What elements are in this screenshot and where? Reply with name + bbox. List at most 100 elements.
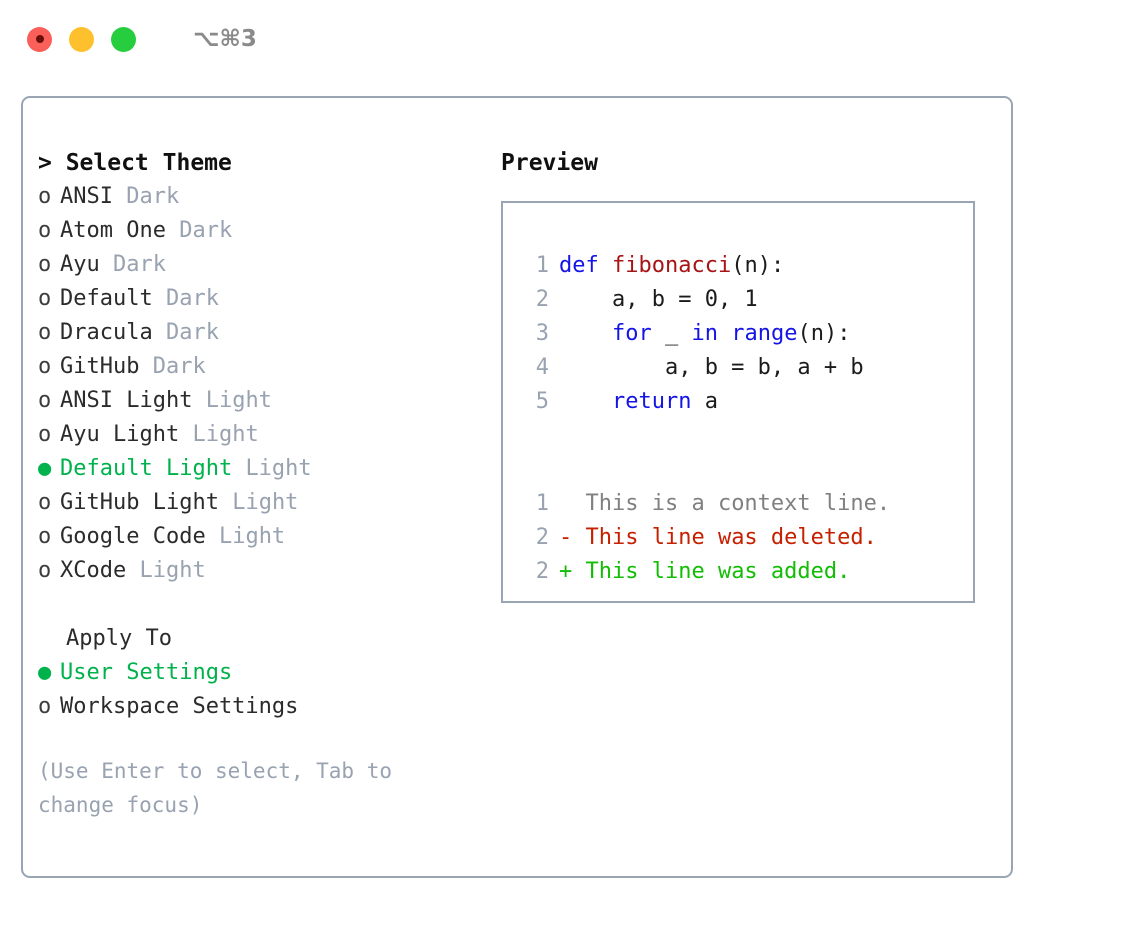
theme-list-item[interactable]: o Ayu Light Light: [38, 418, 498, 452]
apply-to-header: Apply To: [66, 626, 172, 651]
code-token-keyword: for: [611, 321, 652, 346]
maximize-button[interactable]: [111, 26, 136, 52]
keyboard-hint-text: (Use Enter to select, Tab to change focu…: [38, 759, 393, 817]
code-line: 5 return a: [503, 385, 973, 419]
line-number: 2: [535, 525, 549, 550]
radio-marker[interactable]: o: [38, 252, 52, 277]
theme-category: Dark: [179, 218, 233, 243]
theme-category: Light: [218, 524, 286, 549]
diff-line-deleted: 2- This line was deleted.: [503, 521, 973, 555]
code-token-function: fibonacci: [612, 253, 732, 278]
code-line: 4 a, b = b, a + b: [503, 351, 973, 385]
theme-category: Dark: [165, 286, 219, 311]
code-line: 3 for _ in range(n):: [503, 317, 973, 351]
section-spacer: [38, 588, 498, 622]
apply-to-item[interactable]: o Workspace Settings: [38, 690, 498, 724]
code-token-plain: [718, 321, 731, 346]
line-number: 1: [535, 491, 549, 516]
radio-marker[interactable]: o: [38, 558, 52, 583]
radio-marker[interactable]: o: [38, 218, 52, 243]
theme-name: Ayu Light: [60, 422, 180, 447]
diff-text: This line was added.: [572, 559, 851, 584]
theme-category: Dark: [165, 320, 219, 345]
theme-list-item[interactable]: o GitHub Dark: [38, 350, 498, 384]
theme-list-item[interactable]: o Dracula Dark: [38, 316, 498, 350]
blank-line: [503, 453, 973, 487]
theme-name: Default Light: [60, 456, 233, 481]
diff-sign: [559, 491, 572, 516]
theme-name: ANSI Light: [60, 388, 193, 413]
radio-marker[interactable]: o: [38, 388, 52, 413]
code-token-keyword: in: [691, 321, 718, 346]
theme-list-item-selected[interactable]: ● Default Light Light: [38, 452, 498, 486]
radio-marker[interactable]: o: [38, 320, 52, 345]
code-token-keyword: def: [559, 253, 599, 278]
line-number: 2: [535, 559, 549, 584]
traffic-lights: [27, 26, 136, 52]
apply-to-label: User Settings: [60, 660, 233, 685]
close-button[interactable]: [27, 26, 52, 52]
apply-to-list: ● User Settings o Workspace Settings: [38, 656, 498, 724]
diff-sign: -: [559, 525, 573, 550]
code-token-plain: a, b = 0, 1: [559, 287, 758, 312]
theme-name: XCode: [60, 558, 127, 583]
theme-category: Dark: [152, 354, 206, 379]
preview-title: Preview: [501, 150, 598, 176]
radio-marker[interactable]: o: [38, 490, 52, 515]
theme-list-item[interactable]: o GitHub Light Light: [38, 486, 498, 520]
radio-marker-selected[interactable]: ●: [38, 660, 52, 685]
theme-category: Light: [232, 490, 299, 515]
radio-marker[interactable]: o: [38, 286, 52, 311]
code-token-plain: (n):: [731, 253, 785, 278]
code-token-plain: [559, 389, 612, 414]
radio-marker[interactable]: o: [38, 524, 52, 549]
apply-to-item-selected[interactable]: ● User Settings: [38, 656, 498, 690]
radio-marker[interactable]: o: [38, 184, 52, 209]
code-token-plain: a, b = b, a + b: [559, 355, 864, 380]
theme-name: Ayu: [60, 252, 100, 277]
code-token-builtin: range: [731, 321, 798, 346]
theme-category: Light: [205, 388, 272, 413]
theme-name: ANSI: [60, 184, 113, 209]
theme-name: Atom One: [60, 218, 166, 243]
keyboard-shortcut-label: ⌥⌘3: [193, 25, 257, 52]
radio-marker-selected[interactable]: ●: [38, 456, 52, 481]
theme-name: GitHub Light: [60, 490, 219, 515]
line-number: 4: [535, 355, 549, 380]
radio-marker[interactable]: o: [38, 694, 52, 719]
code-token-plain: a: [691, 389, 718, 414]
theme-category: Light: [192, 422, 259, 447]
diff-text: This is a context line.: [572, 491, 891, 516]
code-token-plain: (n):: [797, 321, 851, 346]
minimize-button[interactable]: [69, 26, 94, 52]
line-number: 5: [535, 389, 549, 414]
theme-name: GitHub: [60, 354, 140, 379]
select-theme-header: > Select Theme: [38, 150, 232, 176]
blank-line: [503, 419, 973, 453]
apply-to-label: Workspace Settings: [60, 694, 299, 719]
code-line: 2 a, b = 0, 1: [503, 283, 973, 317]
theme-list-item[interactable]: o ANSI Light Light: [38, 384, 498, 418]
code-token-plain: _: [651, 321, 692, 346]
diff-line-added: 2+ This line was added.: [503, 555, 973, 589]
theme-name: Dracula: [60, 320, 153, 345]
line-number: 3: [535, 321, 549, 346]
theme-list-item[interactable]: o Atom One Dark: [38, 214, 498, 248]
diff-text: This line was deleted.: [572, 525, 877, 550]
radio-marker[interactable]: o: [38, 354, 52, 379]
code-token-plain: [559, 321, 612, 346]
theme-category: Light: [245, 456, 312, 481]
radio-marker[interactable]: o: [38, 422, 52, 447]
